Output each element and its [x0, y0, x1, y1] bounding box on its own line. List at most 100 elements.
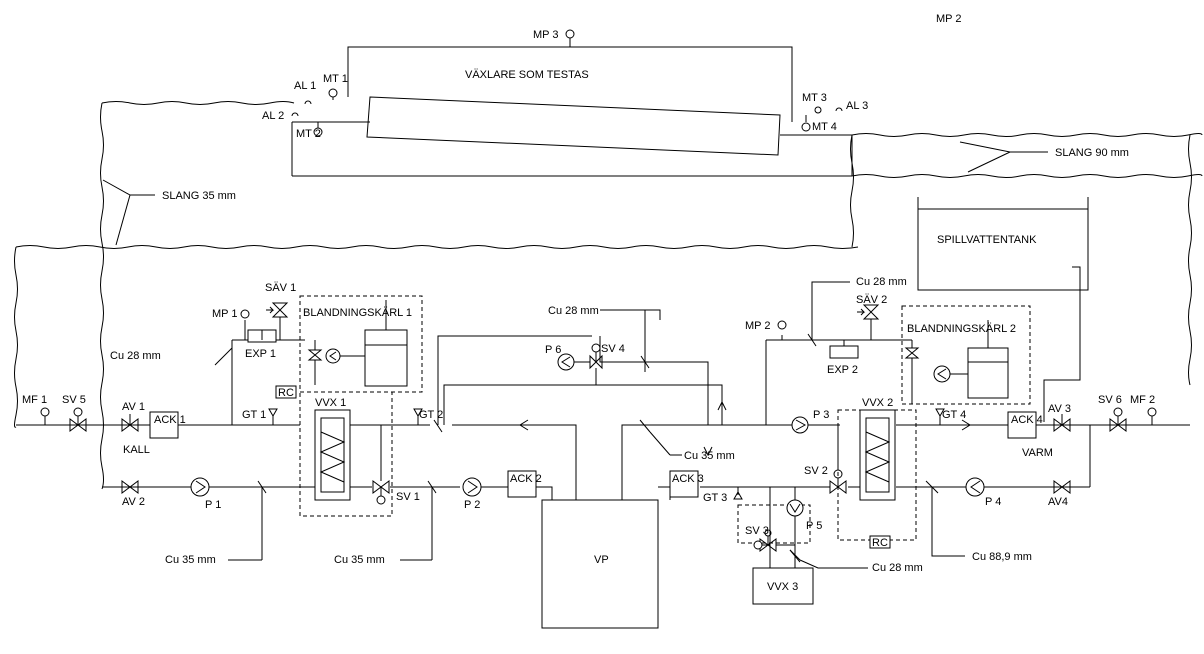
av2-valve-icon [121, 480, 139, 494]
cu28-mid-label: Cu 28 mm [548, 305, 599, 317]
ack1-box [149, 411, 179, 439]
spillvattentank-label: SPILLVATTENTANK [937, 234, 1037, 246]
sv5-label: SV 5 [62, 394, 86, 406]
cu28-left-label: Cu 28 mm [110, 350, 161, 362]
exp2-label: EXP 2 [827, 364, 858, 376]
ack3-box [669, 470, 699, 498]
av4-label: AV4 [1048, 496, 1068, 508]
sav1-label: SÄV 1 [265, 282, 296, 294]
right-main-line [658, 339, 1190, 500]
exp1-label: EXP 1 [245, 348, 276, 360]
vp-box [541, 499, 659, 629]
cu35-mid-label: Cu 35 mm [334, 554, 385, 566]
mf2-gauge-icon [1147, 407, 1157, 417]
sv6-label: SV 6 [1098, 394, 1122, 406]
spillvattentank: SPILLVATTENTANK [917, 197, 1089, 422]
ack2-box [507, 470, 537, 498]
ack2-label: ACK 2 [510, 473, 542, 485]
vp-label: VP [594, 554, 609, 566]
al1-sensor-icon [304, 100, 312, 105]
ack4-box [1007, 411, 1037, 439]
p6-pump-icon [557, 353, 575, 371]
mt3-label: MT 3 [802, 92, 827, 104]
mixer1-pump-icon [325, 348, 341, 364]
cu28-right-label: Cu 28 mm [856, 276, 907, 288]
mp1-label: MP 1 [212, 308, 237, 320]
al2-sensor-icon [291, 112, 299, 117]
av1-valve-icon [121, 418, 139, 432]
ack1-label: ACK 1 [154, 414, 186, 426]
p1-label: P 1 [205, 499, 221, 511]
mt1-label: MT 1 [323, 73, 348, 85]
mixer2-pump-icon [933, 365, 951, 383]
cu35-right-label: Cu 35 mm [684, 450, 735, 462]
vvx3-box [752, 567, 814, 605]
mt4-gauge-icon [801, 122, 811, 132]
p5-pump-icon [786, 499, 804, 517]
sv1-valve-icon [372, 480, 390, 494]
av1-label: AV 1 [122, 401, 145, 413]
sv6-valve-icon [1109, 418, 1127, 432]
rc1-label: RC [278, 387, 294, 399]
al1-label: AL 1 [294, 80, 316, 92]
p1-pump-icon [190, 477, 210, 497]
pipe-ticks [257, 333, 817, 563]
mp3-label: MP 3 [533, 29, 558, 41]
gt2-label: GT 2 [419, 409, 443, 421]
p4-label: P 4 [985, 496, 1001, 508]
gt1-label: GT 1 [242, 409, 266, 421]
p4-pump-icon [965, 477, 985, 497]
test-exchanger-body [366, 96, 781, 156]
cu28-bottom-label: Cu 28 mm [872, 562, 923, 574]
mt1-gauge-icon [328, 88, 338, 98]
mt4-label: MT 4 [812, 121, 837, 133]
mt2-gauge-icon [313, 127, 323, 137]
p2-label: P 2 [464, 499, 480, 511]
mp1-gauge-icon [240, 309, 250, 319]
vvx2-label: VVX 2 [862, 397, 893, 409]
mp2-gauge-icon [777, 320, 787, 330]
p3-label: P 3 [813, 409, 829, 421]
gt4-label: GT 4 [942, 409, 966, 421]
sav2-valve-icon [862, 304, 880, 320]
sav2-label: SÄV 2 [856, 294, 887, 306]
kall-label: KALL [123, 444, 150, 456]
mt3-gauge-icon [814, 106, 822, 114]
p2-pump-icon [462, 477, 482, 497]
mixer1-vessel [364, 329, 408, 387]
vvx1-label: VVX 1 [315, 397, 346, 409]
vaxlare-label: VÄXLARE SOM TESTAS [465, 69, 589, 81]
blandningskarl2-label: BLANDNINGSKÄRL 2 [907, 323, 1016, 335]
slang35-label: SLANG 35 mm [162, 190, 236, 202]
vp-center: VP Cu 28 mm P 6 SV 4 Cu 35 mm [437, 305, 735, 629]
top-left-sensors: MT 1 AL 1 AL 2 MT 2 [262, 73, 348, 140]
p6-label: P 6 [545, 344, 561, 356]
av3-valve-icon [1053, 418, 1071, 432]
test-exchanger-frame: MP 3 MP 2 VÄXLARE SOM TESTAS [291, 13, 961, 177]
sv2-label: SV 2 [804, 465, 828, 477]
sv1-label: SV 1 [396, 491, 420, 503]
slang90-label: SLANG 90 mm [1055, 147, 1129, 159]
hose-callouts: SLANG 90 mm SLANG 35 mm [102, 141, 1129, 246]
vvx3-label: VVX 3 [767, 581, 798, 593]
mp2-top-label: MP 2 [936, 13, 961, 25]
mp2-label: MP 2 [745, 320, 770, 332]
sv4-label: SV 4 [601, 343, 625, 355]
p5-label: P 5 [806, 520, 822, 532]
al3-label: AL 3 [846, 100, 868, 112]
gt3-label: GT 3 [703, 492, 727, 504]
mf2-label: MF 2 [1130, 394, 1155, 406]
sv3-label: SV 3 [745, 525, 769, 537]
p3-pump-icon [791, 416, 809, 434]
left-components: MF 1 SV 5 AV 1 ACK 1 KALL AV 2 P 1 Cu 35… [22, 282, 553, 566]
sv5-valve-icon [69, 418, 87, 432]
mf1-label: MF 1 [22, 394, 47, 406]
right-components: ACK 3 GT 3 SV 3 P 5 VVX 3 Cu 28 mm Cu 28… [669, 276, 1157, 605]
sv4-valve-icon [589, 354, 603, 370]
ack3-label: ACK 3 [672, 473, 704, 485]
av2-label: AV 2 [122, 496, 145, 508]
cu35-left-label: Cu 35 mm [165, 554, 216, 566]
mf1-gauge-icon [40, 407, 50, 417]
rc2-label: RC [872, 537, 888, 549]
sav1-valve-icon [271, 302, 289, 318]
